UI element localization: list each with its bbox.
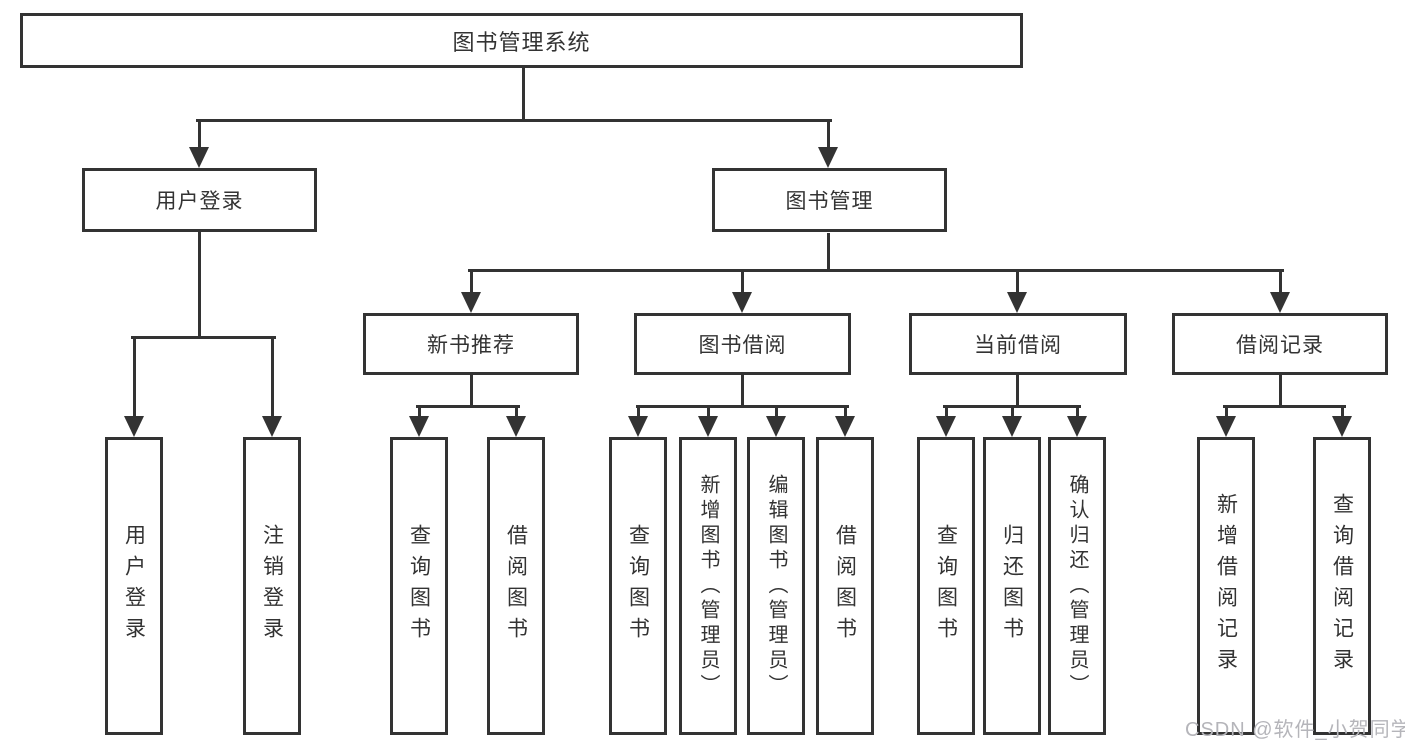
leaf-rec-add-record: 新增借阅记录 [1197, 437, 1255, 735]
edge-book-management-stem [826, 233, 830, 272]
arrow-leaf-rec-query-head-icon [1332, 416, 1352, 437]
edge-book-management-elbow [467, 268, 1284, 272]
leaf-rec-add-record-label: 新增借阅记录 [1214, 493, 1238, 679]
node-new-book-recommend: 新书推荐 [363, 313, 579, 375]
leaf-cb-return-book-label: 归还图书 [1000, 524, 1024, 648]
leaf-cb-return-book: 归还图书 [983, 437, 1041, 735]
arrow-leaf-cb-return-shaft [1010, 406, 1014, 421]
arrow-leaf-bb-borrow-shaft [843, 406, 847, 421]
edge-current-borrowing-stem [1015, 375, 1019, 407]
arrow-leaf-user-login-shaft [132, 337, 136, 421]
arrow-user-login-head-icon [189, 147, 209, 168]
arrow-leaf-nb-query-shaft [417, 406, 421, 421]
edge-root-stem [521, 68, 525, 121]
arrow-current-borrowing-head-icon [1007, 292, 1027, 313]
arrow-leaf-bb-add-shaft [706, 406, 710, 421]
node-user-login: 用户登录 [82, 168, 317, 232]
arrow-new-book-recommend-head-icon [461, 292, 481, 313]
arrow-user-login-shaft [197, 120, 201, 152]
arrow-current-borrowing-shaft [1015, 270, 1019, 297]
edge-book-borrowing-elbow [635, 404, 849, 408]
leaf-bb-borrow-book-label: 借阅图书 [833, 524, 857, 648]
node-library-system-label: 图书管理系统 [452, 29, 591, 55]
arrow-leaf-user-login-head-icon [124, 416, 144, 437]
arrow-book-management-head-icon [818, 147, 838, 168]
node-borrow-records-label: 借阅记录 [1236, 334, 1324, 357]
leaf-nb-query-book: 查询图书 [390, 437, 448, 735]
arrow-leaf-bb-add-head-icon [698, 416, 718, 437]
arrow-leaf-bb-query-shaft [636, 406, 640, 421]
leaf-bb-query-book-label: 查询图书 [626, 524, 650, 648]
edge-borrow-records-elbow [1222, 404, 1346, 408]
leaf-bb-edit-book-admin-label: 编辑图书（管理员） [765, 473, 787, 699]
arrow-leaf-nb-borrow-head-icon [506, 416, 526, 437]
arrow-leaf-cb-query-head-icon [936, 416, 956, 437]
arrow-book-borrowing-head-icon [732, 292, 752, 313]
edge-user-login-elbow [130, 335, 276, 339]
arrow-leaf-rec-add-head-icon [1216, 416, 1236, 437]
arrow-leaf-logout-shaft [270, 337, 274, 421]
leaf-cb-confirm-return-admin-label: 确认归还（管理员） [1066, 473, 1088, 699]
arrow-leaf-cb-confirm-shaft [1075, 406, 1079, 421]
leaf-rec-query-record: 查询借阅记录 [1313, 437, 1371, 735]
leaf-logout: 注销登录 [243, 437, 301, 735]
leaf-cb-confirm-return-admin: 确认归还（管理员） [1048, 437, 1106, 735]
leaf-bb-edit-book-admin: 编辑图书（管理员） [747, 437, 805, 735]
arrow-leaf-bb-edit-shaft [774, 406, 778, 421]
edge-user-login-stem [197, 232, 201, 339]
node-book-borrowing: 图书借阅 [634, 313, 851, 375]
arrow-leaf-rec-add-shaft [1224, 406, 1228, 421]
leaf-rec-query-record-label: 查询借阅记录 [1330, 493, 1354, 679]
leaf-bb-add-book-admin: 新增图书（管理员） [679, 437, 737, 735]
leaf-user-login: 用户登录 [105, 437, 163, 735]
arrow-borrow-records-head-icon [1270, 292, 1290, 313]
leaf-cb-query-book: 查询图书 [917, 437, 975, 735]
csdn-watermark: CSDN @软件_小贺同学 [1185, 719, 1405, 741]
node-user-login-label: 用户登录 [155, 190, 244, 213]
leaf-bb-query-book: 查询图书 [609, 437, 667, 735]
node-book-management: 图书管理 [712, 168, 947, 232]
arrow-leaf-rec-query-shaft [1340, 406, 1344, 421]
leaf-cb-query-book-label: 查询图书 [934, 524, 958, 648]
arrow-book-borrowing-shaft [740, 270, 744, 297]
node-new-book-recommend-label: 新书推荐 [427, 334, 515, 357]
node-book-management-label: 图书管理 [785, 190, 874, 213]
arrow-leaf-nb-query-head-icon [409, 416, 429, 437]
arrow-leaf-bb-edit-head-icon [766, 416, 786, 437]
leaf-bb-add-book-admin-label: 新增图书（管理员） [697, 473, 719, 699]
leaf-user-login-label: 用户登录 [122, 524, 146, 648]
node-borrow-records: 借阅记录 [1172, 313, 1388, 375]
arrow-leaf-bb-borrow-head-icon [835, 416, 855, 437]
edge-book-borrowing-stem [740, 375, 744, 407]
arrow-borrow-records-shaft [1278, 270, 1282, 297]
arrow-leaf-cb-confirm-head-icon [1067, 416, 1087, 437]
arrow-new-book-recommend-shaft [469, 270, 473, 297]
edge-level1-elbow [195, 118, 832, 122]
leaf-nb-borrow-book: 借阅图书 [487, 437, 545, 735]
node-current-borrowing: 当前借阅 [909, 313, 1127, 375]
leaf-bb-borrow-book: 借阅图书 [816, 437, 874, 735]
leaf-nb-borrow-book-label: 借阅图书 [504, 524, 528, 648]
arrow-book-management-shaft [826, 120, 830, 152]
leaf-nb-query-book-label: 查询图书 [407, 524, 431, 648]
node-current-borrowing-label: 当前借阅 [974, 334, 1062, 357]
leaf-logout-label: 注销登录 [260, 524, 284, 648]
edge-new-book-elbow [415, 404, 520, 408]
edge-new-book-stem [469, 375, 473, 407]
arrow-leaf-logout-head-icon [262, 416, 282, 437]
node-library-system: 图书管理系统 [20, 13, 1023, 68]
node-book-borrowing-label: 图书借阅 [698, 334, 787, 357]
arrow-leaf-bb-query-head-icon [628, 416, 648, 437]
arrow-leaf-cb-return-head-icon [1002, 416, 1022, 437]
arrow-leaf-cb-query-shaft [944, 406, 948, 421]
arrow-leaf-nb-borrow-shaft [514, 406, 518, 421]
edge-borrow-records-stem [1278, 375, 1282, 407]
